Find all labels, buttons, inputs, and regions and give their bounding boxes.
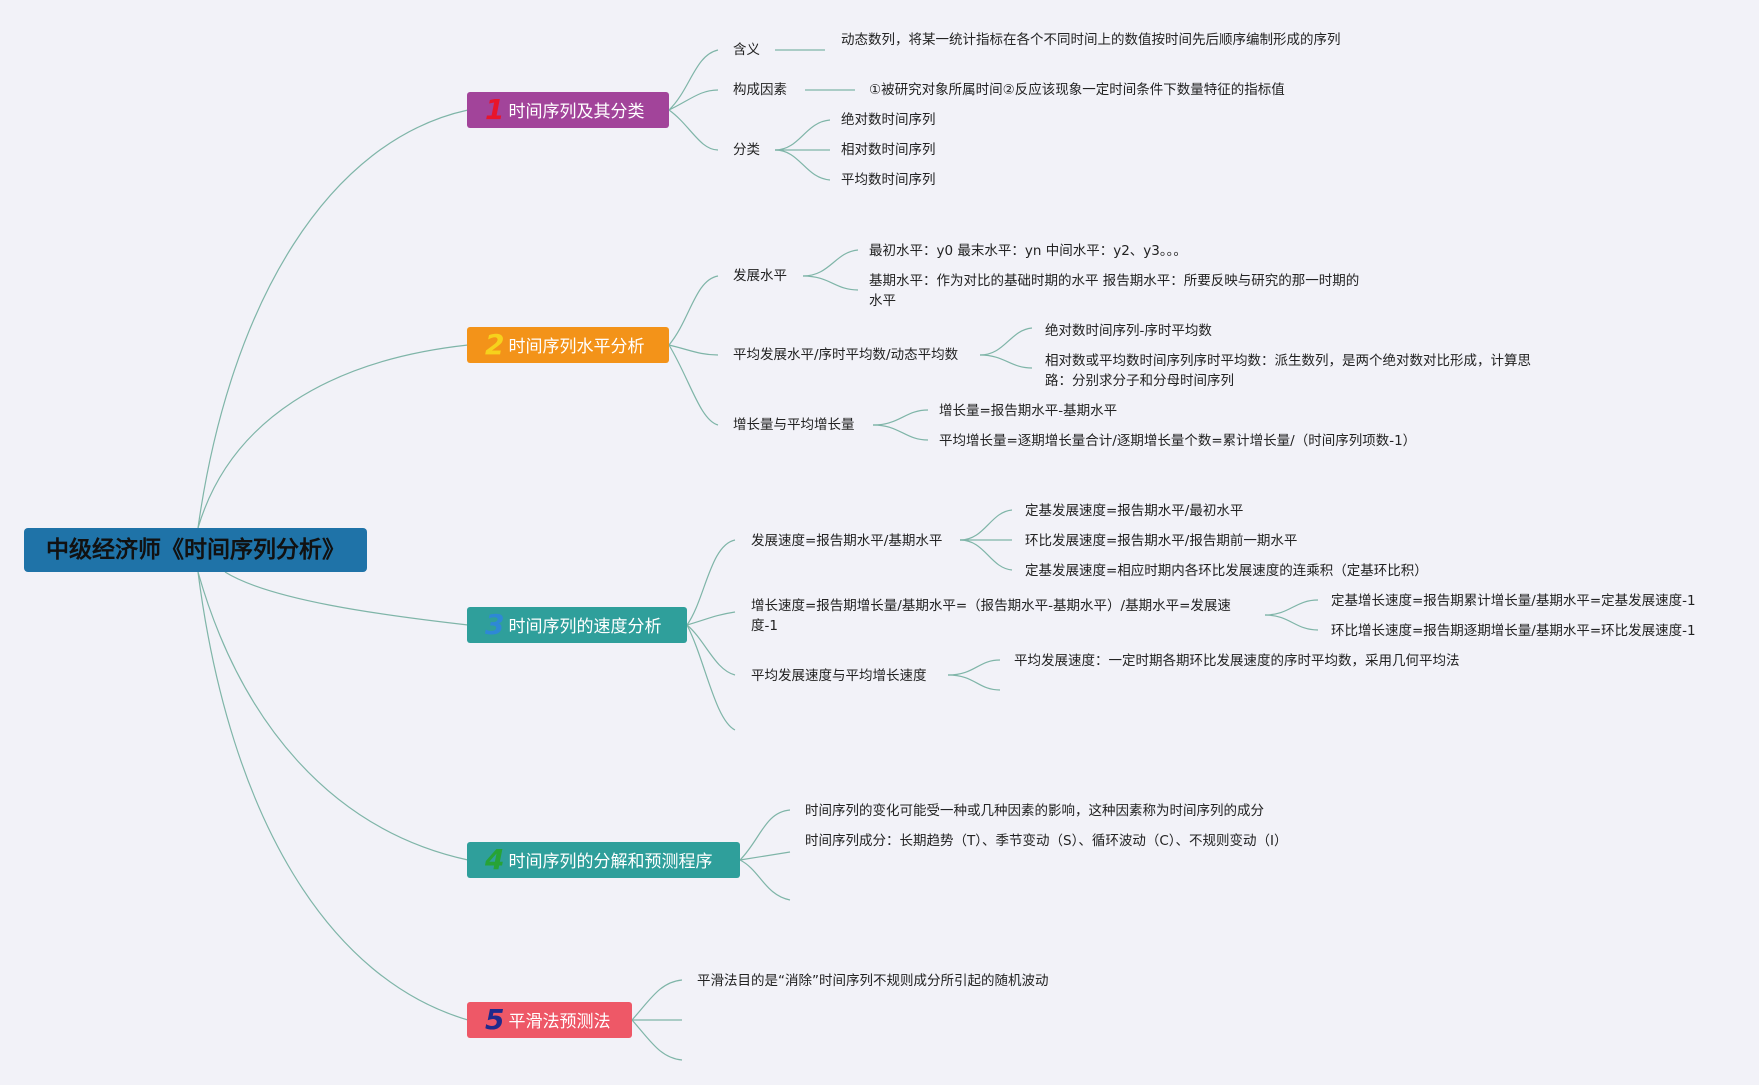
node-inc-item[interactable]: 增长量=报告期水平-基期水平 [939, 403, 1118, 419]
node-growth-item[interactable]: 定基增长速度=报告期累计增长量/基期水平=定基发展速度-1 [1331, 593, 1696, 609]
node-avg-label[interactable]: 平均发展水平/序时平均数/动态平均数 [733, 347, 959, 363]
node-speed-item[interactable]: 环比发展速度=报告期水平/报告期前一期水平 [1025, 533, 1298, 549]
root-topic[interactable]: 中级经济师《时间序列分析》 [24, 528, 367, 572]
branch-title: 时间序列水平分析 [508, 337, 645, 357]
branch-number: 5 [485, 1003, 505, 1036]
node-growth-item[interactable]: 环比增长速度=报告期逐期增长量/基期水平=环比发展速度-1 [1331, 623, 1696, 639]
node-factors-label[interactable]: 构成因素 [733, 82, 787, 98]
branch-number: 3 [485, 608, 505, 641]
branch-title: 时间序列的速度分析 [508, 617, 662, 637]
node-class-item[interactable]: 平均数时间序列 [841, 172, 936, 188]
node-avg-item[interactable]: 绝对数时间序列-序时平均数 [1045, 323, 1212, 339]
node-dev-item[interactable]: 最初水平：y0 最末水平：yn 中间水平：y2、y3。。。 [869, 243, 1187, 259]
branch-number: 1 [485, 93, 505, 126]
node-dev-label[interactable]: 发展水平 [733, 268, 787, 284]
node-avgspeed-label[interactable]: 平均发展速度与平均增长速度 [751, 668, 927, 684]
branch-title: 时间序列及其分类 [508, 102, 645, 122]
node-class-item[interactable]: 绝对数时间序列 [841, 112, 936, 128]
node-decomp-item[interactable]: 时间序列成分：长期趋势（T）、季节变动（S）、循环波动（C）、不规则变动（I） [805, 833, 1288, 849]
node-speed-item[interactable]: 定基发展速度=报告期水平/最初水平 [1025, 503, 1244, 519]
node-smooth-item[interactable]: 平滑法目的是“消除”时间序列不规则成分所引起的随机波动 [697, 973, 1049, 989]
node-inc-item[interactable]: 平均增长量=逐期增长量合计/逐期增长量个数=累计增长量/（时间序列项数-1） [939, 433, 1417, 449]
branch-title: 时间序列的分解和预测程序 [508, 852, 713, 872]
node-inc-label[interactable]: 增长量与平均增长量 [733, 417, 855, 433]
node-meaning-label[interactable]: 含义 [733, 42, 760, 58]
node-growth-label[interactable]: 增长速度=报告期增长量/基期水平=（报告期水平-基期水平）/基期水平=发展速度-… [751, 598, 1231, 634]
node-factors-text[interactable]: ①被研究对象所属时间②反应该现象一定时间条件下数量特征的指标值 [869, 82, 1285, 98]
node-dev-item[interactable]: 基期水平：作为对比的基础时期的水平 报告期水平：所要反映与研究的那一时期的水平 [869, 273, 1360, 309]
node-avgspeed-item[interactable]: 平均发展速度：一定时期各期环比发展速度的序时平均数，采用几何平均法 [1014, 653, 1460, 669]
node-class-label[interactable]: 分类 [733, 142, 760, 158]
node-speed-item[interactable]: 定基发展速度=相应时期内各环比发展速度的连乘积（定基环比积） [1025, 563, 1428, 579]
node-meaning-text[interactable]: 动态数列，将某一统计指标在各个不同时间上的数值按时间先后顺序编制形成的序列 [841, 32, 1341, 48]
node-avg-item[interactable]: 相对数或平均数时间序列序时平均数：派生数列，是两个绝对数对比形成，计算思路：分别… [1045, 353, 1531, 389]
branch-title: 平滑法预测法 [508, 1012, 611, 1032]
node-decomp-item[interactable]: 时间序列的变化可能受一种或几种因素的影响，这种因素称为时间序列的成分 [805, 803, 1264, 819]
node-speed-label[interactable]: 发展速度=报告期水平/基期水平 [751, 533, 943, 549]
branch-number: 4 [485, 843, 505, 876]
node-class-item[interactable]: 相对数时间序列 [841, 142, 936, 158]
branch-number: 2 [485, 328, 505, 361]
